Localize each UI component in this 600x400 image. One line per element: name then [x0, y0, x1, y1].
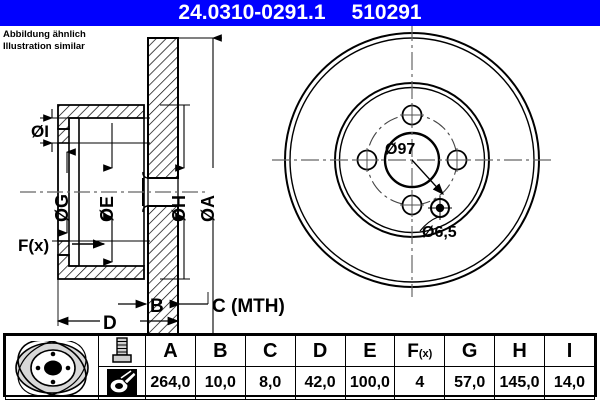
- leader-small-hole: [419, 216, 439, 232]
- note-line-en: Illustration similar: [3, 40, 85, 52]
- label-dia-a: ØA: [198, 195, 218, 222]
- table-header-row: A B C D E F(x) G H I: [5, 335, 595, 400]
- disc-step-detail: [142, 171, 149, 213]
- header-bar: 24.0310-0291.1 510291: [0, 0, 600, 26]
- bolt-hole: [400, 103, 424, 127]
- dimension-dia-e: ØE: [97, 123, 117, 266]
- label-dia-i: ØI: [31, 122, 49, 141]
- fx-sub: (x): [418, 347, 433, 360]
- technical-drawing: ØI ØG ØE ØH: [18, 26, 552, 333]
- table-value-b: 10,0: [194, 366, 246, 400]
- table-value-i: 14,0: [544, 366, 595, 400]
- bolt-holes: [355, 103, 469, 217]
- label-small-hole: Ø6,5: [422, 224, 457, 241]
- thickness-gauge-icon: [98, 366, 146, 400]
- note-line-de: Abbildung ähnlich: [3, 29, 86, 40]
- spec-table: A B C D E F(x) G H I: [3, 333, 597, 400]
- reference-number: 510291: [351, 1, 422, 24]
- bolt-icon: [98, 335, 146, 367]
- label-dia-h: ØH: [169, 195, 189, 222]
- front-view: Ø97 Ø6,5: [272, 26, 552, 297]
- table-header-c: C: [244, 335, 296, 367]
- brake-disc-icon-svg: [15, 340, 89, 395]
- brake-disc-icon: [5, 335, 99, 400]
- table-header-b: B: [194, 335, 246, 367]
- label-dia-e: ØE: [97, 196, 117, 222]
- table-value-g: 57,0: [444, 366, 496, 400]
- table-header-fx: F(x): [394, 335, 446, 367]
- table-value-h: 145,0: [494, 366, 545, 400]
- table-value-e: 100,0: [344, 366, 396, 400]
- section-view: ØI ØG ØE ØH: [18, 34, 285, 333]
- table-header-g: G: [444, 335, 496, 367]
- table-header-i: I: [544, 335, 595, 367]
- table-header-a: A: [145, 335, 196, 367]
- fx-main: F: [407, 340, 419, 362]
- label-c: C (MTH): [212, 296, 285, 317]
- label-b: B: [150, 296, 164, 317]
- bolt-hole: [400, 193, 424, 217]
- illustration-note: Abbildung ähnlich Illustration similar: [3, 29, 86, 52]
- table-header-d: D: [294, 335, 346, 367]
- table-value-a: 264,0: [145, 366, 196, 400]
- label-d: D: [103, 313, 117, 333]
- label-fx: F(x): [18, 236, 49, 255]
- dimension-c: C (MTH): [207, 292, 285, 317]
- label-dia-g: ØG: [52, 194, 72, 222]
- thickness-gauge-icon-svg: [107, 369, 137, 397]
- label-center-bore: Ø97: [385, 141, 415, 158]
- small-hole: [428, 196, 452, 220]
- table-value-row: 264,0 10,0 8,0 42,0 100,0 4 57,0 145,0 1…: [6, 366, 595, 400]
- table-header-h: H: [494, 335, 545, 367]
- table-header-e: E: [344, 335, 396, 367]
- bolt-icon-svg: [112, 337, 132, 363]
- disc-ring-section: [147, 37, 179, 333]
- dimension-dia-a: ØA: [178, 34, 222, 333]
- table-value-c: 8,0: [244, 366, 296, 400]
- dimension-fx: F(x): [18, 236, 106, 255]
- dimension-dia-h: ØH: [160, 104, 190, 280]
- table-value-fx: 4: [394, 366, 446, 400]
- bolt-hole: [355, 148, 379, 172]
- leader-center-bore: Ø97: [385, 141, 444, 195]
- dimension-d: D: [56, 279, 180, 333]
- bolt-hole: [445, 148, 469, 172]
- part-number: 24.0310-0291.1: [178, 1, 326, 24]
- table-value-d: 42,0: [294, 366, 346, 400]
